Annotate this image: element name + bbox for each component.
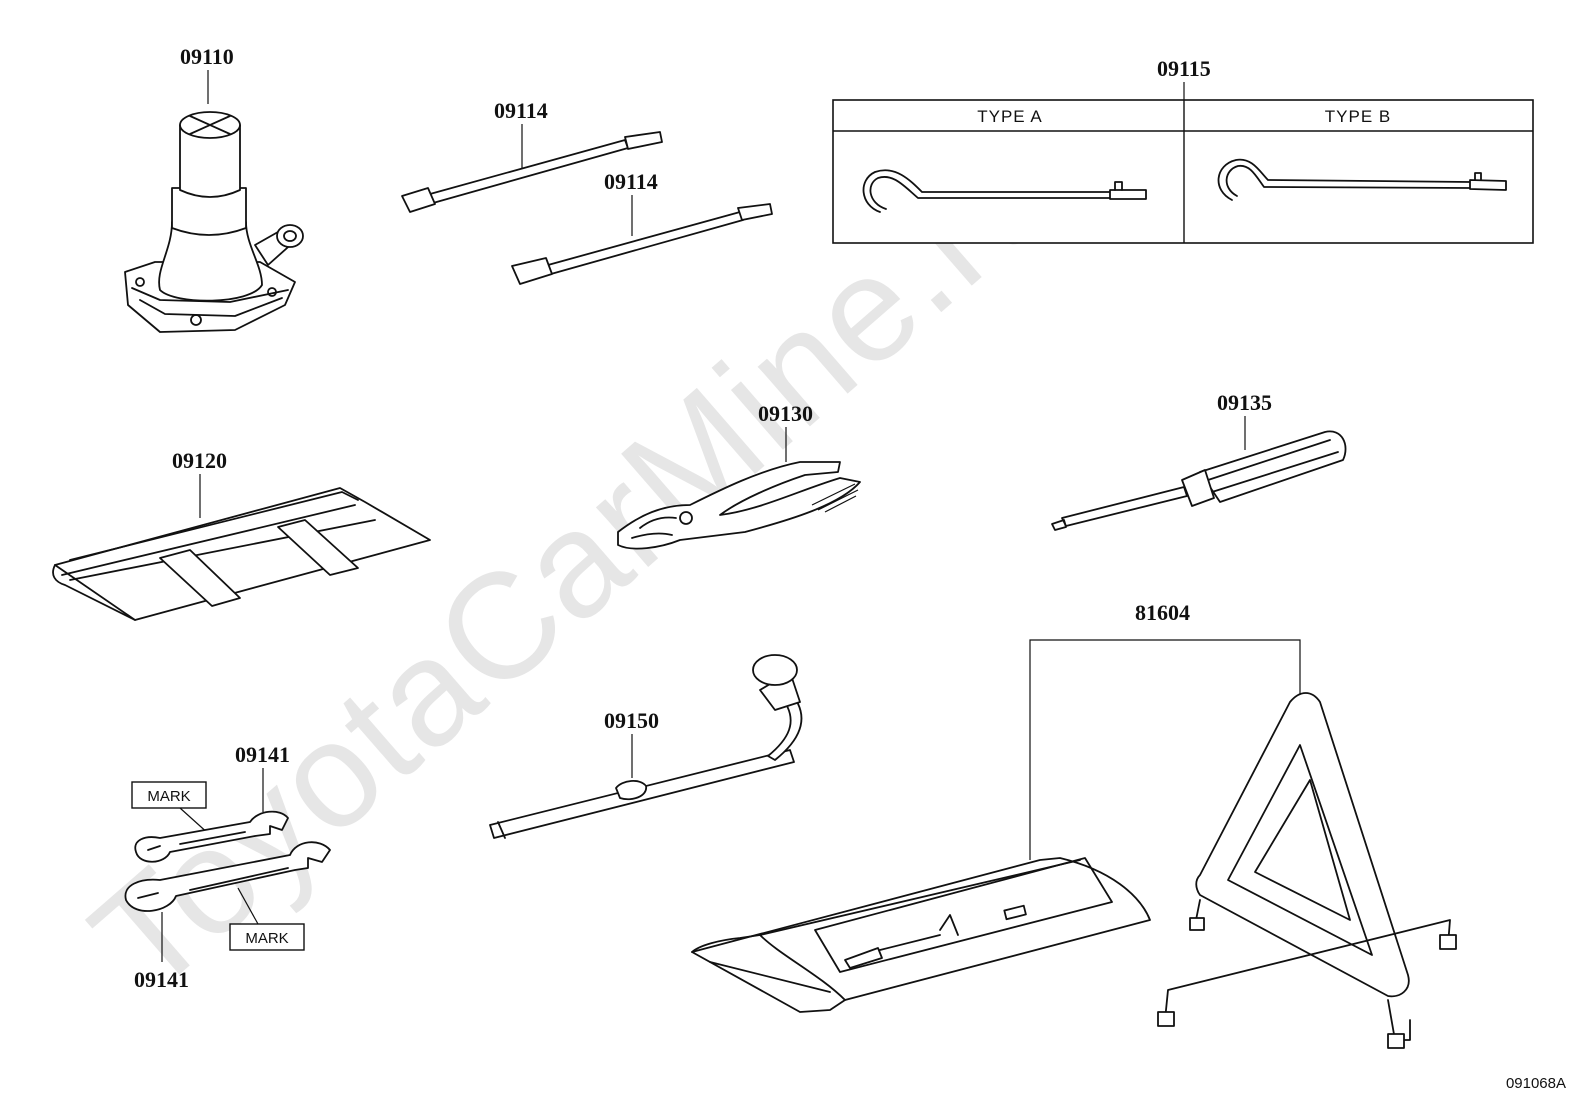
mark-label-upper: MARK (147, 788, 190, 805)
type-b-label: TYPE B (1325, 107, 1391, 126)
part-number-jack: 09110 (180, 44, 234, 69)
pliers-illustration: 09130 (617, 401, 861, 550)
wrenches-illustration: 09141 MARK MARK 09141 (124, 742, 331, 992)
hub-nut-wrench-illustration: 09150 (489, 654, 803, 839)
jack-illustration: 09110 (124, 44, 304, 333)
part-number-wrench-upper: 09141 (235, 742, 290, 767)
jack-handle-table: 09115 TYPE A TYPE B (832, 56, 1534, 244)
part-number-screwdriver: 09135 (1217, 390, 1272, 415)
type-table-frame (832, 99, 1534, 244)
part-number-extension-bar-2: 09114 (604, 169, 658, 194)
mark-label-upper-frame (131, 781, 207, 809)
part-number-wrench-lower: 09141 (134, 967, 189, 992)
warning-triangle-illustration: 81604 (691, 600, 1457, 1049)
part-number-warning-triangle: 81604 (1135, 600, 1190, 625)
mark-label-lower-frame (229, 923, 305, 951)
type-a-label: TYPE A (977, 107, 1043, 126)
screwdriver-illustration: 09135 (1051, 390, 1347, 531)
drawing-code: 091068A (1506, 1075, 1566, 1092)
part-number-tool-bag: 09120 (172, 448, 227, 473)
part-number-jack-handle: 09115 (1157, 56, 1211, 81)
mark-label-lower: MARK (245, 930, 288, 947)
part-number-pliers: 09130 (758, 401, 813, 426)
part-number-hub-nut-wrench: 09150 (604, 708, 659, 733)
extension-bars-illustration: 09114 09114 (401, 98, 773, 285)
part-number-extension-bar-1: 09114 (494, 98, 548, 123)
tool-bag-illustration: 09120 (52, 448, 431, 621)
